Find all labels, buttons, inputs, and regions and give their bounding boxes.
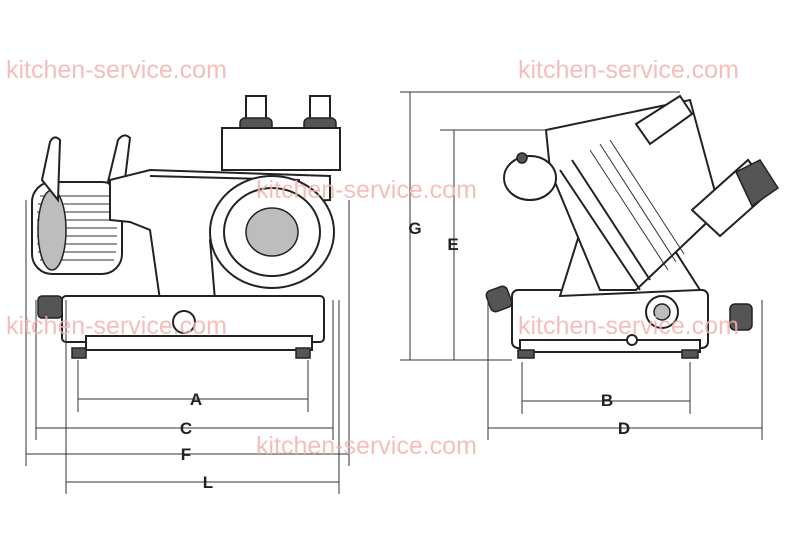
front-dimension-lines [25, 200, 350, 494]
watermark-text: kitchen-service.com [518, 312, 739, 340]
dim-label-c: C [180, 419, 192, 438]
side-view-slicer [485, 94, 780, 359]
dim-label-l: L [203, 473, 213, 492]
dim-label-g: G [408, 219, 421, 238]
dim-label-d: D [618, 419, 630, 438]
dim-label-a: A [190, 390, 202, 409]
dim-label-f: F [181, 445, 191, 464]
dim-label-b: B [601, 391, 613, 410]
watermark-text: kitchen-service.com [6, 312, 227, 340]
front-view-slicer [31, 95, 341, 359]
watermark-text: kitchen-service.com [518, 56, 739, 84]
side-dimension-lines [400, 91, 763, 440]
dim-label-e: E [447, 235, 458, 254]
watermark-text: kitchen-service.com [6, 56, 227, 84]
watermark-text: kitchen-service.com [256, 176, 477, 204]
watermark-text: kitchen-service.com [256, 432, 477, 460]
watermarks: kitchen-service.com kitchen-service.com … [6, 56, 739, 460]
